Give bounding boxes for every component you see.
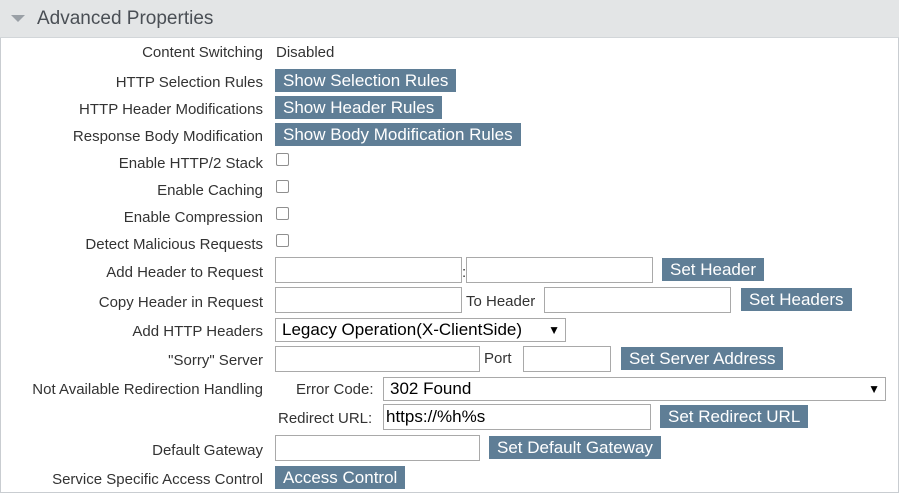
add-http-headers-label: Add HTTP Headers	[132, 323, 263, 340]
http-selection-rules-label: HTTP Selection Rules	[115, 74, 263, 91]
sorry-server-port-input[interactable]	[523, 346, 611, 372]
detect-malicious-requests-checkbox[interactable]	[276, 234, 289, 247]
add-header-to-request-label: Add Header to Request	[106, 264, 263, 281]
detect-malicious-requests-label: Detect Malicious Requests	[85, 236, 263, 253]
default-gateway-label: Default Gateway	[152, 442, 263, 459]
add-http-headers-select[interactable]: Legacy Operation(X-ClientSide) ▼	[275, 318, 566, 342]
enable-caching-label: Enable Caching	[157, 182, 263, 199]
show-selection-rules-button[interactable]: Show Selection Rules	[275, 69, 457, 92]
set-default-gateway-button[interactable]: Set Default Gateway	[489, 436, 661, 459]
port-label: Port	[484, 350, 512, 367]
show-header-rules-button[interactable]: Show Header Rules	[275, 96, 443, 119]
enable-compression-label: Enable Compression	[123, 209, 263, 226]
section-header[interactable]: Advanced Properties	[0, 0, 899, 38]
add-http-headers-selected: Legacy Operation(X-ClientSide)	[282, 320, 523, 339]
copy-header-to-input[interactable]	[544, 287, 731, 313]
triangle-down-icon[interactable]	[11, 15, 25, 22]
enable-http2-stack-label: Enable HTTP/2 Stack	[118, 155, 263, 172]
error-code-label: Error Code:	[296, 381, 374, 398]
redirect-url-input[interactable]: https://%h%s	[383, 404, 651, 430]
header-name-input[interactable]	[275, 257, 462, 283]
show-body-modification-rules-button[interactable]: Show Body Modification Rules	[275, 123, 521, 146]
default-gateway-input[interactable]	[275, 435, 480, 461]
http-header-modifications-label: HTTP Header Modifications	[79, 101, 263, 118]
set-server-address-button[interactable]: Set Server Address	[621, 347, 784, 370]
set-header-button[interactable]: Set Header	[662, 258, 764, 281]
section-title: Advanced Properties	[37, 8, 214, 29]
header-value-input[interactable]	[466, 257, 653, 283]
set-redirect-url-button[interactable]: Set Redirect URL	[660, 405, 809, 428]
enable-http2-stack-checkbox[interactable]	[276, 153, 289, 166]
copy-header-from-input[interactable]	[275, 287, 462, 313]
copy-header-in-request-label: Copy Header in Request	[98, 294, 263, 311]
enable-compression-checkbox[interactable]	[276, 207, 289, 220]
access-control-button[interactable]: Access Control	[275, 466, 406, 489]
error-code-selected: 302 Found	[390, 379, 472, 398]
content-switching-label: Content Switching	[142, 44, 263, 61]
response-body-modification-label: Response Body Modification	[72, 128, 263, 145]
to-header-label: To Header	[466, 293, 536, 310]
set-headers-button[interactable]: Set Headers	[741, 288, 852, 311]
redirect-url-label: Redirect URL:	[278, 410, 373, 427]
header-separator: :	[462, 264, 467, 281]
enable-caching-checkbox[interactable]	[276, 180, 289, 193]
service-access-control-label: Service Specific Access Control	[52, 471, 263, 488]
sorry-server-label: "Sorry" Server	[168, 352, 263, 369]
caret-down-icon: ▼	[548, 323, 560, 337]
content-switching-value: Disabled	[276, 44, 335, 61]
sorry-server-address-input[interactable]	[275, 346, 480, 372]
not-available-redirection-label: Not Available Redirection Handling	[32, 381, 263, 398]
caret-down-icon: ▼	[868, 382, 880, 396]
error-code-select[interactable]: 302 Found ▼	[383, 377, 886, 401]
